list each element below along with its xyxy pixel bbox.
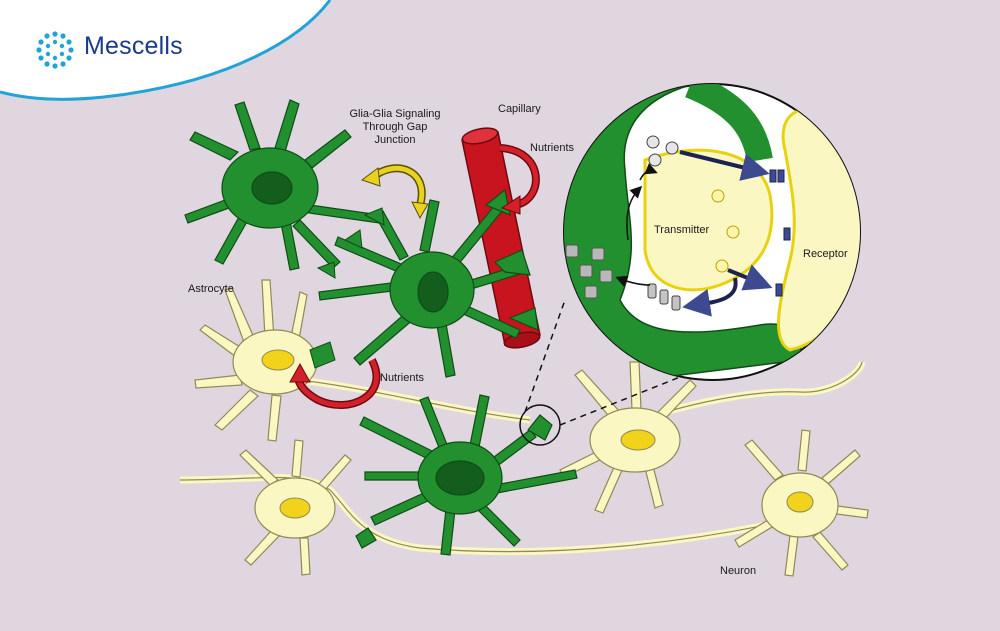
brand-name: Mescells [84,32,183,60]
neuron-bottom-left [239,439,352,576]
synapse-zoom-panel [563,83,861,381]
neuron-center [559,361,697,514]
astrocyte-transporters [565,244,613,299]
brand-banner-edge [0,0,332,101]
neuron-axons [179,360,866,556]
label-nutrients-top: Nutrients [530,142,575,154]
brand-banner [0,0,330,100]
neuron-nucleus [261,349,295,371]
gap-junction-contacts [309,207,385,369]
capillary [461,127,541,349]
astrocyte-center [318,188,539,378]
neuron-nucleus [279,497,311,519]
neuron-nucleus [786,491,814,513]
astrocyte-bottom [355,394,578,556]
label-glia-signaling-line1: Glia-Glia Signaling [349,108,441,120]
zoom-callout-line [524,299,566,413]
glia-signaling-arrow [370,165,425,206]
label-glia-signaling: Glia-Glia Signaling Through Gap Junction [340,108,450,147]
label-astrocyte: Astrocyte [188,283,234,295]
label-capillary: Capillary [498,103,541,115]
neuron-left [194,279,318,442]
brand-logo: Mescells [76,32,183,61]
astrocyte-top-left [184,99,381,271]
label-neuron: Neuron [720,565,757,577]
label-transmitter: Transmitter [654,224,710,236]
astrocyte-vesicles [646,135,679,167]
glutamate-transporters [647,283,681,311]
label-glia-signaling-line3: Junction [374,134,416,146]
receptor-icons [769,169,791,297]
transmitter-vesicles [711,189,740,273]
dotted-ring-logo-icon [36,31,74,69]
zoom-callout-line [559,374,686,426]
label-nutrients-bottom: Nutrients [380,372,425,384]
neuron-right [734,429,869,577]
label-receptor: Receptor [803,248,848,260]
label-glia-signaling-line2: Through Gap [362,121,428,133]
neuron-nucleus [620,429,656,451]
